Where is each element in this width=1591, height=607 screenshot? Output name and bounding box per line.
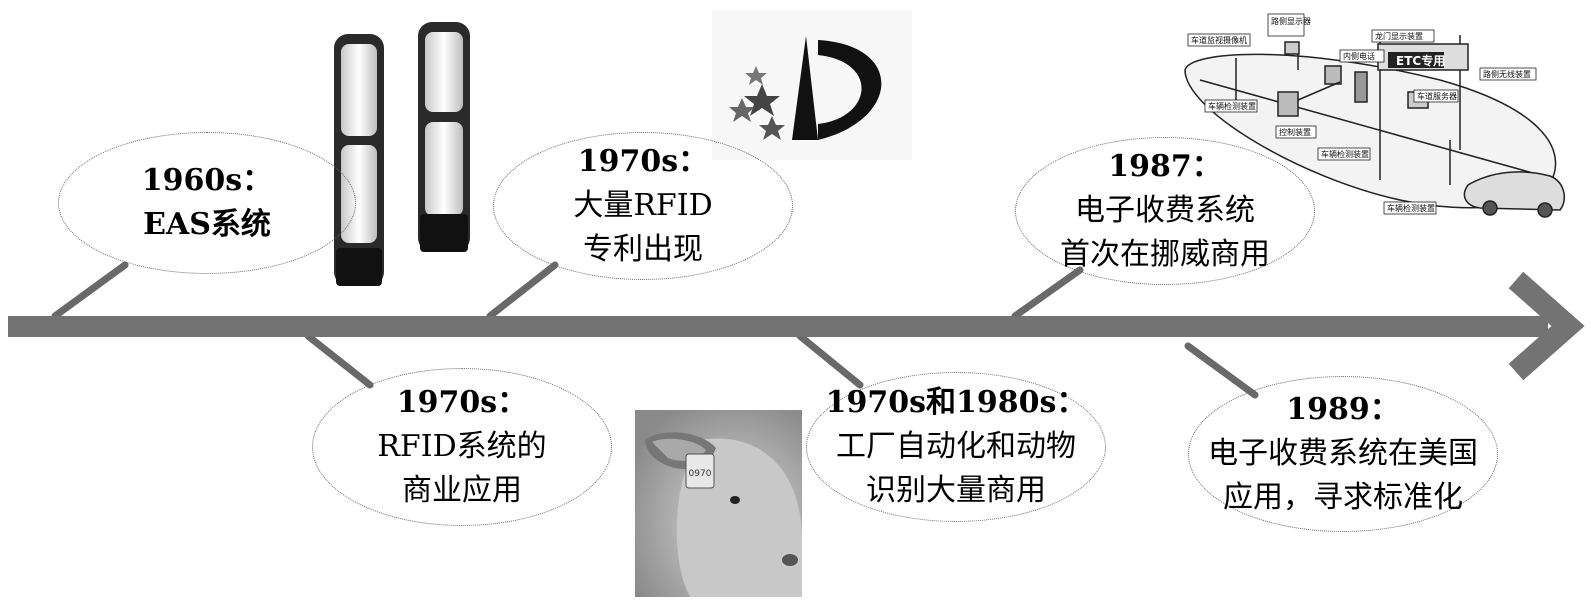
- etc-diagram-labels: 车道监视摄像机 路侧显示器 内侧电话 龙门显示装置 路侧无线装置 车道服务器 车…: [1187, 13, 1537, 215]
- event-bubble-1970s-1980s: 1970s和1980s： 工厂自动化和动物 识别大量商用: [806, 372, 1106, 522]
- event-text: 应用，寻求标准化: [1223, 480, 1463, 515]
- etc-label: 车道监视摄像机: [1191, 35, 1247, 45]
- event-text: 工厂自动化和动物: [836, 429, 1076, 464]
- event-text: 电子收费系统: [1075, 193, 1255, 228]
- event-year: 1987：: [1108, 149, 1222, 184]
- patent-logo-image: [712, 10, 912, 160]
- event-year: 1970s：: [396, 385, 528, 420]
- etc-label: 车道服务器: [1417, 91, 1457, 101]
- etc-label: 控制装置: [1279, 127, 1311, 137]
- event-year: 1970s和1980s：: [825, 385, 1087, 420]
- timeline-arrow: [8, 271, 1585, 381]
- ear-tag-text: 0970: [689, 469, 712, 479]
- sheep-image: 0970: [635, 410, 802, 597]
- event-year: 1970s：: [577, 144, 709, 179]
- event-text: EAS系统: [143, 207, 271, 242]
- event-text: RFID系统的: [377, 429, 547, 464]
- event-text: 商业应用: [402, 473, 522, 508]
- event-year: 1960s：: [141, 163, 273, 198]
- etc-label: 路侧显示器: [1271, 16, 1311, 26]
- event-text: 首次在挪威商用: [1060, 237, 1270, 272]
- event-text: 大量RFID: [573, 188, 713, 223]
- event-bubble-1989: 1989： 电子收费系统在美国 应用，寻求标准化: [1188, 376, 1498, 532]
- event-text: 电子收费系统在美国: [1208, 436, 1478, 471]
- etc-label: 内侧电话: [1343, 51, 1375, 61]
- timeline-connectors: [51, 261, 1259, 399]
- etc-label: 龙门显示装置: [1375, 31, 1423, 41]
- etc-label: 车辆检测装置: [1208, 101, 1256, 111]
- etc-label: 路侧无线装置: [1483, 69, 1531, 79]
- event-bubble-1970s-patents: 1970s： 大量RFID 专利出现: [493, 132, 793, 280]
- event-text: 识别大量商用: [866, 473, 1046, 508]
- event-bubble-1987: 1987： 电子收费系统 首次在挪威商用: [1015, 137, 1315, 285]
- event-bubble-1960s: 1960s： EAS系统: [58, 132, 356, 274]
- etc-sign-text: ETC专用: [1396, 53, 1445, 68]
- eas-gate-image: [334, 22, 470, 286]
- etc-label: 车辆检测装置: [1321, 149, 1369, 159]
- event-year: 1989：: [1286, 392, 1400, 427]
- etc-label: 车辆检测装置: [1387, 203, 1435, 213]
- event-text: 专利出现: [583, 232, 703, 267]
- event-bubble-1970s-commercial: 1970s： RFID系统的 商业应用: [312, 368, 612, 526]
